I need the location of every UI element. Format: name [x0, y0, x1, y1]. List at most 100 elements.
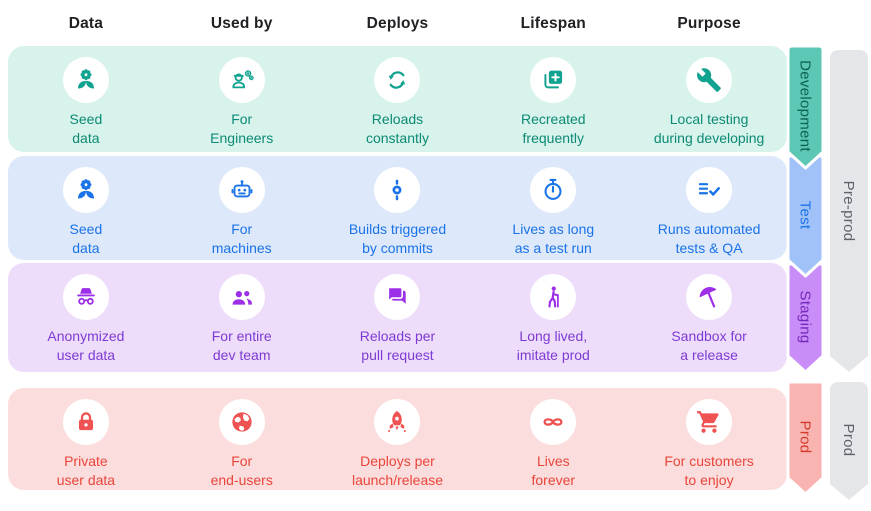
sync-icon	[389, 71, 406, 89]
cell-label: Runs automated tests & QA	[657, 221, 761, 256]
env-row-development: Seed data For Engineers Reloads constantly…	[8, 46, 787, 152]
cell-development-1: For Engineers	[164, 46, 320, 148]
stopwatch-icon	[544, 178, 562, 200]
ribbon-column: Development Test Staging Prod Pre-prod P…	[786, 44, 868, 500]
cell-development-0: Seed data	[8, 46, 164, 148]
cell-label: Builds triggered by commits	[348, 221, 447, 256]
icon-badge	[530, 274, 577, 320]
cell-prod-1: For end-users	[164, 388, 320, 490]
icon-badge	[62, 167, 109, 213]
globe-icon	[232, 412, 252, 432]
env-row-prod: Private user data For end-users Deploys pe…	[8, 388, 787, 490]
icon-badge	[530, 167, 577, 213]
icon-badge	[686, 57, 733, 103]
icon-badge	[218, 274, 265, 320]
cell-prod-3: Lives forever	[475, 388, 631, 490]
lock-icon	[78, 412, 93, 431]
icon-badge	[218, 57, 265, 103]
cell-label: For customers to enjoy	[664, 453, 754, 488]
checklist-icon	[698, 183, 721, 196]
cell-label: Seed data	[69, 221, 103, 256]
cell-prod-2: Deploys per launch/release	[320, 388, 476, 490]
cell-label: For end-users	[210, 453, 273, 488]
cell-test-2: Builds triggered by commits	[320, 156, 476, 258]
infinity-icon	[543, 418, 563, 426]
cell-label: For machines	[211, 221, 272, 256]
cell-label: Local testing during developing	[653, 111, 765, 146]
duplicate-add-icon	[544, 70, 563, 89]
cell-test-0: Seed data	[8, 156, 164, 258]
cell-label: For Engineers	[210, 111, 274, 146]
cell-label: Private user data	[56, 453, 116, 488]
chat-icon	[388, 286, 407, 304]
rocket-icon	[388, 411, 407, 433]
ribbon-pre-prod-group	[830, 50, 868, 372]
column-header-used-by: Used by	[210, 15, 273, 32]
ribbon-prod	[786, 380, 825, 496]
cell-label: Lives as long as a test run	[512, 221, 595, 256]
wrench-icon	[697, 68, 721, 92]
cell-test-3: Lives as long as a test run	[475, 156, 631, 258]
icon-badge	[374, 167, 421, 213]
icon-badge	[374, 399, 421, 445]
icon-badge	[374, 57, 421, 103]
ribbon-prod-group	[830, 382, 868, 500]
cell-label: Long lived, imitate prod	[516, 328, 590, 363]
env-row-test: Seed data For machines Builds triggered by…	[8, 156, 787, 260]
cell-development-3: Recreated frequently	[475, 46, 631, 148]
beach-umbrella-icon	[699, 287, 717, 308]
cell-label: Reloads per pull request	[359, 328, 436, 363]
cell-staging-0: Anonymized user data	[8, 263, 164, 365]
team-icon	[232, 291, 252, 305]
cell-label: Anonymized user data	[47, 328, 125, 363]
cell-staging-2: Reloads per pull request	[320, 263, 476, 365]
icon-badge	[686, 274, 733, 320]
cell-label: Seed data	[69, 111, 103, 146]
walking-cane-icon	[548, 286, 560, 308]
cell-staging-4: Sandbox for a release	[631, 263, 787, 365]
cart-icon	[697, 411, 719, 433]
ribbon-development	[786, 44, 825, 170]
icon-badge	[530, 399, 577, 445]
cell-label: Sandbox for a release	[671, 328, 747, 363]
ribbon-label-test: Test	[796, 201, 813, 230]
cell-label: For entire dev team	[211, 328, 272, 363]
engineer-icon	[232, 70, 254, 89]
commit-icon	[392, 179, 402, 201]
icon-badge	[686, 399, 733, 445]
ribbon-label-development: Development	[796, 60, 813, 152]
ribbon-label-prod: Prod	[796, 421, 813, 454]
icon-badge	[530, 57, 577, 103]
icon-badge	[218, 399, 265, 445]
robot-icon	[231, 180, 253, 198]
icon-badge	[686, 167, 733, 213]
seedling-icon	[77, 69, 94, 89]
icon-badge	[218, 167, 265, 213]
column-header-deploys: Deploys	[366, 15, 429, 32]
icon-badge	[374, 274, 421, 320]
seedling-icon	[77, 179, 94, 199]
cell-prod-0: Private user data	[8, 388, 164, 490]
cell-staging-3: Long lived, imitate prod	[475, 263, 631, 365]
cell-label: Deploys per launch/release	[351, 453, 444, 488]
column-header-lifespan: Lifespan	[520, 15, 586, 32]
ribbon-label-pre-prod-group: Pre-prod	[840, 181, 857, 242]
column-header-data: Data	[68, 15, 104, 32]
cell-label: Recreated frequently	[520, 111, 586, 146]
cell-label: Reloads constantly	[365, 111, 430, 146]
env-row-staging: Anonymized user data For entire dev team R…	[8, 263, 787, 372]
cell-label: Lives forever	[531, 453, 576, 488]
cell-staging-1: For entire dev team	[164, 263, 320, 365]
column-header-row: Data Used by Deploys Lifespan Purpose	[8, 10, 787, 38]
incognito-icon	[77, 288, 95, 305]
cell-development-2: Reloads constantly	[320, 46, 476, 148]
ribbon-label-prod-group: Prod	[840, 424, 857, 457]
icon-badge	[62, 399, 109, 445]
ribbon-label-staging: Staging	[796, 291, 813, 344]
column-header-purpose: Purpose	[677, 15, 741, 32]
cell-prod-4: For customers to enjoy	[631, 388, 787, 490]
cell-test-4: Runs automated tests & QA	[631, 156, 787, 258]
icon-badge	[62, 274, 109, 320]
cell-test-1: For machines	[164, 156, 320, 258]
